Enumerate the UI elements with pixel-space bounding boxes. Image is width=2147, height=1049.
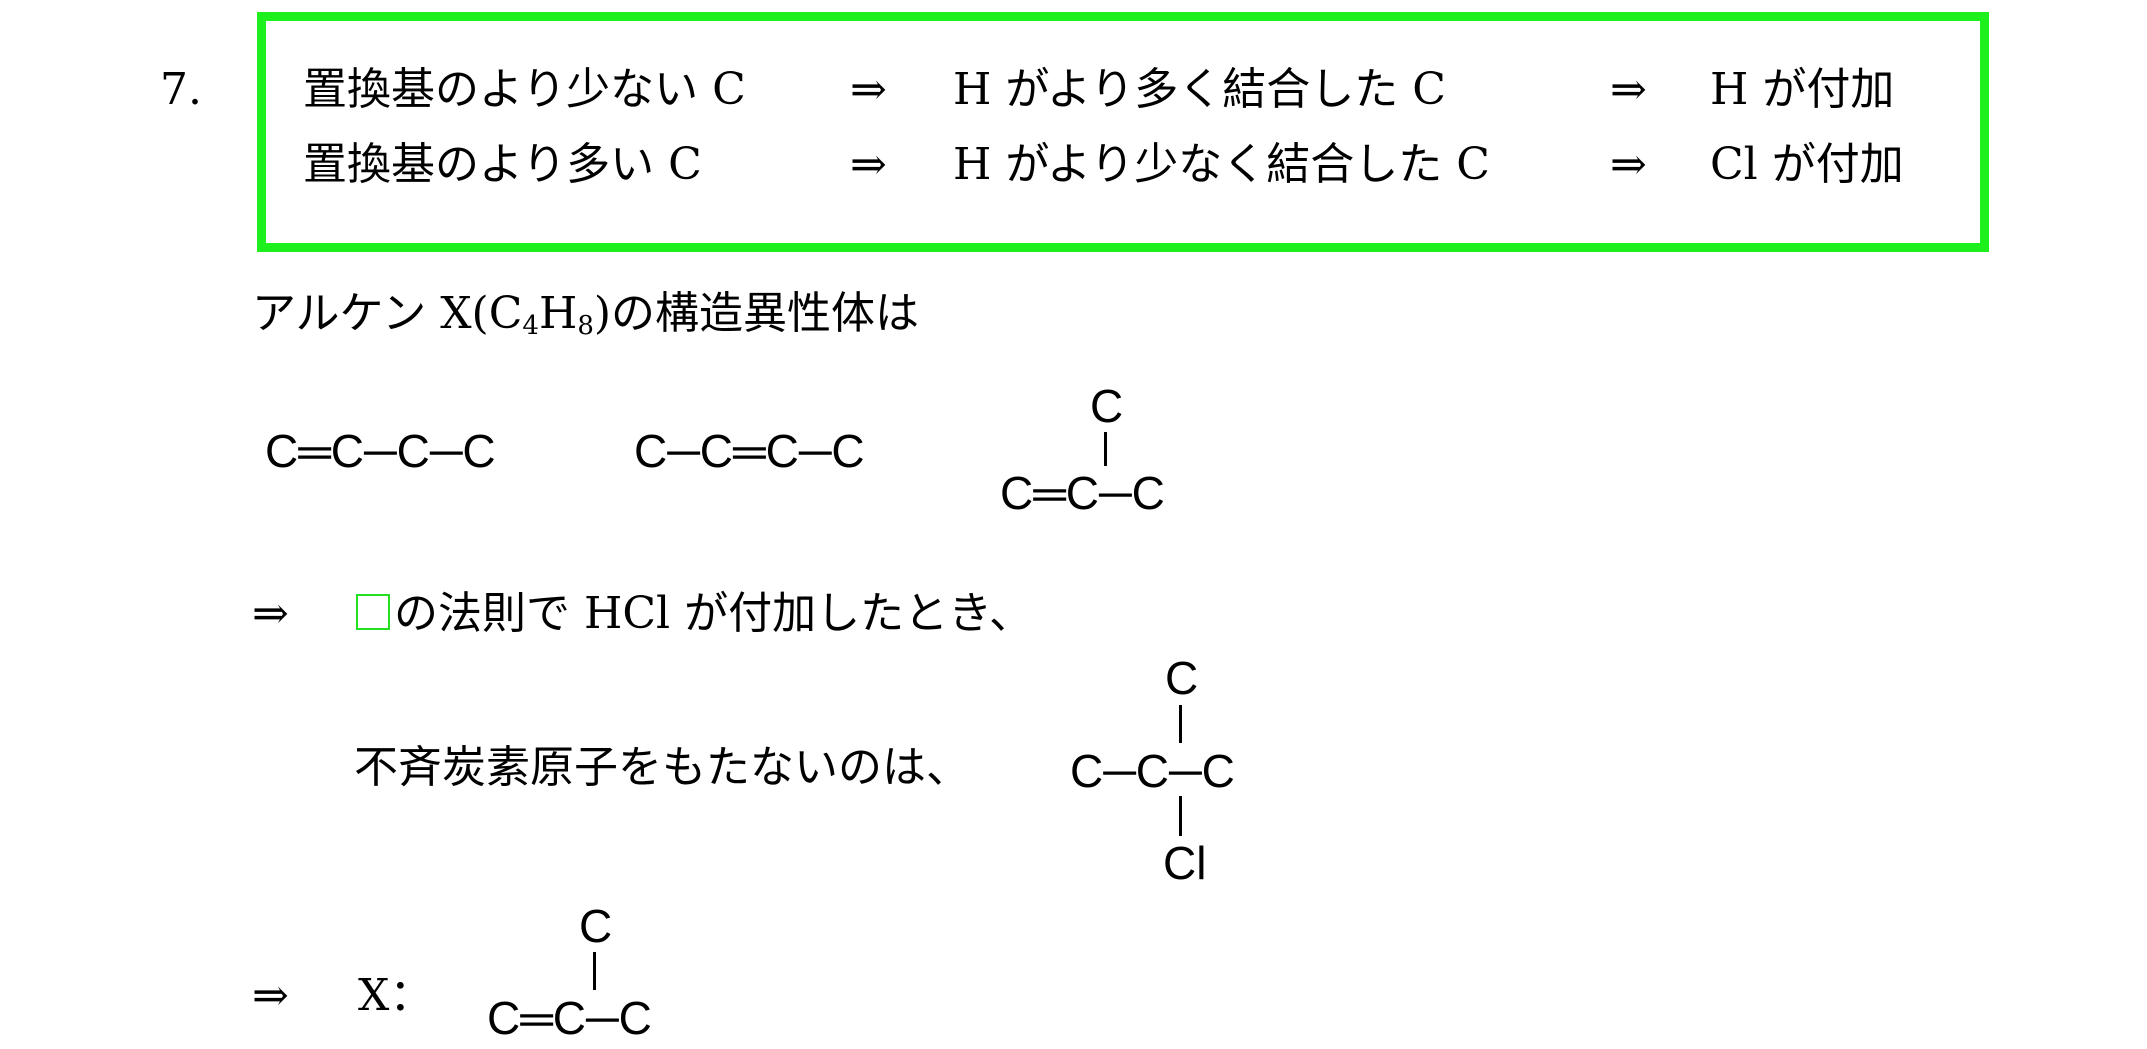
achiral-bottom: Cl [1163,837,1207,889]
intro-post: )の構造異性体は [593,288,920,339]
rule-row-1-b: H がより多く結合した C [953,64,1446,115]
single-bond [593,952,596,990]
implies-arrow-icon: ⇒ [252,588,289,639]
achiral-top: C [1165,652,1199,704]
isomer-3-bottom: C═C─C [1000,467,1165,519]
isomer-1: C═C─C─C [265,425,496,477]
isomers-intro: アルケン X(C4H8)の構造異性体は [252,292,919,341]
arrow-icon: ⇒ [850,64,887,115]
rule-box [257,12,1989,252]
isomer-3-top: C [1090,380,1124,432]
answer-top: C [579,900,613,952]
rule-line-text: の法則で HCl が付加したとき、 [394,588,1034,639]
rule-row-2-b: H がより少なく結合した C [953,139,1490,190]
rule-row-2-c: Cl が付加 [1710,139,1904,190]
answer-label: X： [358,970,434,1021]
arrow-icon: ⇒ [1610,139,1647,190]
rule-row-1-c: H が付加 [1710,64,1895,115]
rule-row-2-a: 置換基のより多い C [303,139,702,190]
implies-arrow-icon: ⇒ [252,970,289,1021]
isomer-2: C─C═C─C [634,425,865,477]
answer-bottom: C═C─C [487,992,652,1044]
blank-answer-box [356,594,390,630]
single-bond [1179,796,1182,836]
intro-pre: アルケン X(C [252,288,523,339]
intro-h: H [538,288,578,339]
subscript-8: 8 [577,311,594,341]
arrow-icon: ⇒ [1610,64,1647,115]
rule-line: の法則で HCl が付加したとき、 [356,592,1033,636]
problem-number: 7. [160,64,202,115]
single-bond [1179,705,1182,743]
achiral-middle: C─C─C [1070,745,1235,797]
single-bond [1104,432,1107,466]
achiral-text: 不斉炭素原子をもたないのは、 [354,742,970,793]
rule-row-1-a: 置換基のより少ない C [303,64,746,115]
arrow-icon: ⇒ [850,139,887,190]
subscript-4: 4 [522,311,539,341]
